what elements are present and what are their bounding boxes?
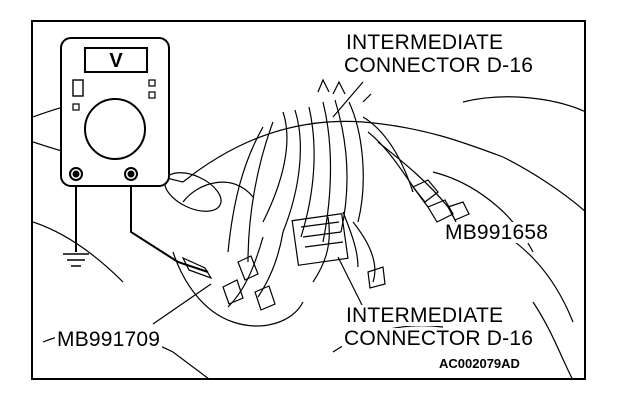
leader-line-top-connector xyxy=(332,81,364,118)
intermediate-connector-body xyxy=(291,213,349,266)
ground-symbol xyxy=(63,253,89,267)
multimeter-display xyxy=(84,47,148,73)
alligator-clip xyxy=(412,179,439,203)
bottom-connector-label-line1: INTERMEDIATE xyxy=(344,304,506,327)
top-connector-label-line1: INTERMEDIATE xyxy=(344,31,506,54)
positive-lead xyxy=(130,172,209,273)
bottom-connector-label-line2: CONNECTOR D-16 xyxy=(342,327,536,350)
lead-tool-label: MB991709 xyxy=(55,328,163,351)
leader-line-lead-tool xyxy=(152,283,212,325)
harness-tool-label: MB991658 xyxy=(443,221,551,244)
display-symbol: V xyxy=(109,50,123,72)
multimeter-dial xyxy=(84,98,146,160)
leader-line-bottom-connector xyxy=(337,256,364,308)
illustration-frame: V INTERMEDIATE CONNECTOR D-16 MB991658 I… xyxy=(31,20,586,380)
probe-tip xyxy=(181,256,213,280)
engine-component-outline xyxy=(172,251,304,327)
multimeter: V xyxy=(60,37,170,187)
figure-code: AC002079AD xyxy=(437,356,522,371)
function-mark xyxy=(72,79,84,97)
top-connector-label-line2: CONNECTOR D-16 xyxy=(342,54,536,77)
